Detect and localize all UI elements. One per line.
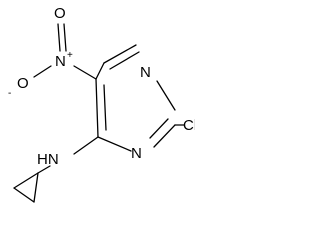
atom-ring-n1: N <box>140 64 151 81</box>
bond-c4-nh <box>73 136 99 155</box>
bond-cyclopropyl-3 <box>33 172 39 203</box>
atom-amine: HN <box>37 151 59 168</box>
bond-n1-c2 <box>156 80 176 111</box>
bond-c6-c5-inner <box>109 51 140 70</box>
nitro-o-left-charge: - <box>8 88 11 99</box>
bond-nitro-n-o-top-a <box>57 23 61 52</box>
nitro-n-charge: + <box>67 50 73 61</box>
bond-nh-cyclopropyl <box>37 165 51 174</box>
atom-chlorine: Cl <box>183 117 195 134</box>
bond-c4-c5 <box>95 78 99 138</box>
bond-c5-c6 <box>95 62 105 80</box>
atom-ring-n3: N <box>131 145 142 162</box>
bond-c5-nitro-n <box>73 65 97 80</box>
bond-nitro-n-o-top-b <box>63 23 67 52</box>
bond-cyclopropyl-1 <box>13 172 39 189</box>
bond-c2-n3-b <box>149 118 169 139</box>
bond-n3-c4 <box>97 136 132 152</box>
bond-nitro-n-o-left <box>33 65 52 78</box>
bond-cyclopropyl-2 <box>13 187 35 203</box>
atom-o-top: O <box>54 5 66 22</box>
bond-c2-n3-a <box>153 124 176 148</box>
atom-o-left: O <box>17 75 29 92</box>
atom-nitro-n: N <box>55 53 66 70</box>
bond-c4-c5-inner <box>103 84 107 131</box>
bond-c6-n1 <box>103 44 137 64</box>
chemical-structure-diagram: O N + O - N N Cl HN <box>8 5 195 203</box>
